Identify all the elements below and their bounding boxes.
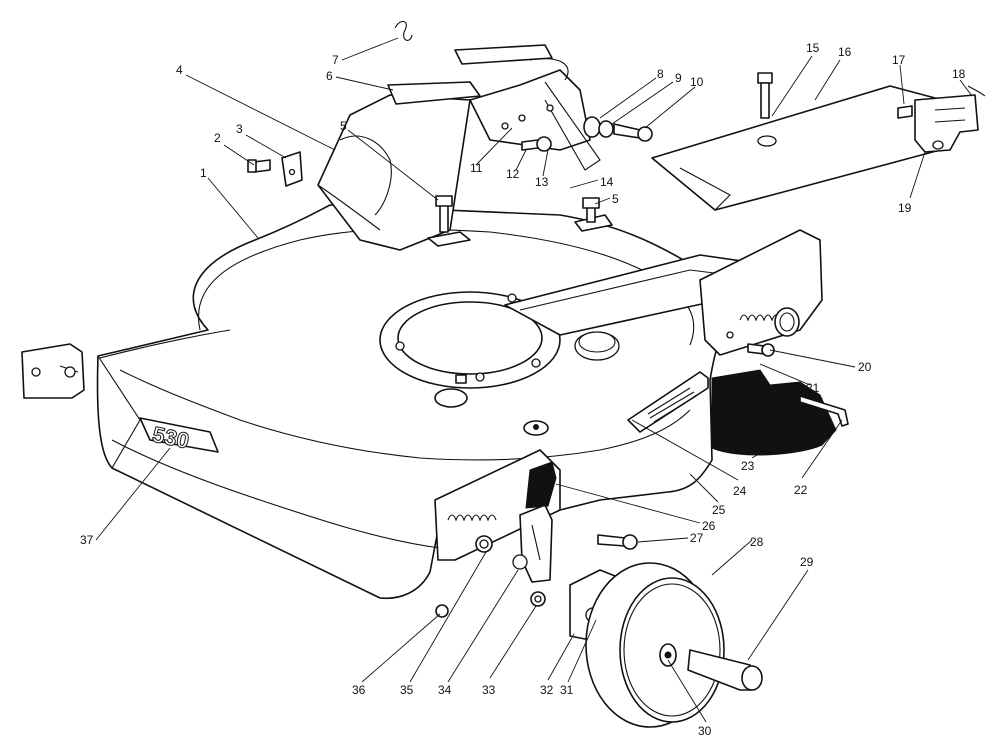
- callout-31: 31: [560, 683, 574, 697]
- callout-29: 29: [800, 555, 814, 569]
- spring-7: [394, 20, 413, 41]
- bolt-and-clip-2-3: [247, 151, 303, 187]
- callout-26: 26: [702, 519, 716, 533]
- callout-30: 30: [698, 724, 712, 738]
- callout-1: 1: [200, 166, 207, 180]
- callout-33: 33: [482, 683, 496, 697]
- front-height-lever: [435, 461, 557, 618]
- callout-13: 13: [535, 175, 549, 189]
- rear-height-plate: [699, 229, 823, 356]
- callout-20: 20: [858, 360, 872, 374]
- callout-14: 14: [600, 175, 614, 189]
- callout-2: 2: [214, 131, 221, 145]
- callout-24: 24: [733, 484, 747, 498]
- callout-37: 37: [80, 533, 94, 547]
- callout-7: 7: [332, 53, 339, 67]
- callout-35: 35: [400, 683, 414, 697]
- callout-3: 3: [236, 122, 243, 136]
- callout-5b: 5: [612, 192, 619, 206]
- callout-5a: 5: [340, 119, 347, 133]
- callout-25: 25: [712, 503, 726, 517]
- callout-18: 18: [952, 67, 966, 81]
- handle-bracket-assembly: [317, 44, 653, 251]
- callout-16: 16: [838, 45, 852, 59]
- rear-shield-assembly: [651, 72, 979, 211]
- height-decal: [627, 371, 709, 433]
- spring-18: [967, 85, 986, 97]
- callout-4: 4: [176, 63, 183, 77]
- callout-8: 8: [657, 67, 664, 81]
- callout-22: 22: [794, 483, 808, 497]
- callout-labels: 1 2 3 4 5 5 6 7 8 9 10 11 12 13 14 15 16…: [80, 41, 966, 738]
- leader-lines: [95, 37, 973, 723]
- callout-10: 10: [690, 75, 704, 89]
- wheel: [585, 562, 763, 728]
- callout-36: 36: [352, 683, 366, 697]
- mower-deck: 530: [21, 204, 801, 600]
- callout-9: 9: [675, 71, 682, 85]
- callout-32: 32: [540, 683, 554, 697]
- callout-23: 23: [741, 459, 755, 473]
- rear-baffle: [711, 343, 849, 456]
- callout-15: 15: [806, 41, 820, 55]
- callout-12: 12: [506, 167, 520, 181]
- callout-27: 27: [690, 531, 704, 545]
- callout-17: 17: [892, 53, 906, 67]
- callout-19: 19: [898, 201, 912, 215]
- callout-6: 6: [326, 69, 333, 83]
- callout-11: 11: [470, 161, 483, 175]
- callout-34: 34: [438, 683, 452, 697]
- callout-28: 28: [750, 535, 764, 549]
- callout-21: 21: [806, 381, 820, 395]
